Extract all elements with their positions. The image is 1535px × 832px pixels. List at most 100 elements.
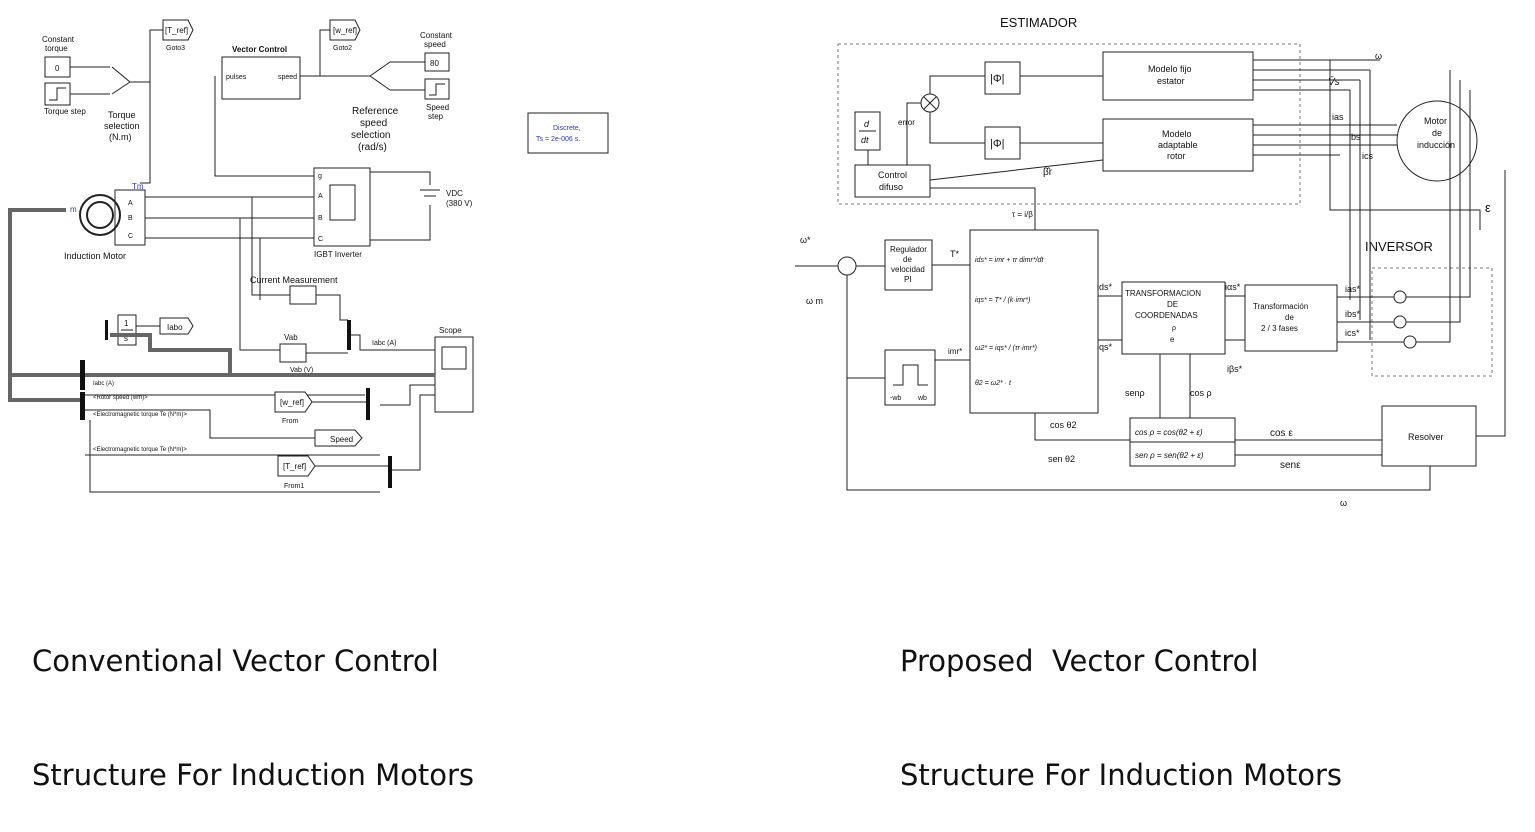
reference-speed-3: selection (351, 130, 390, 141)
constant-torque-value: 0 (55, 64, 60, 73)
constant-torque-label-2: torque (45, 44, 68, 53)
t-star-label: T* (950, 249, 959, 259)
speed-goto-block[interactable] (314, 429, 363, 447)
imr-label: imr* (948, 347, 962, 356)
deriv-d: d (864, 119, 870, 129)
modelo-fijo-1: Modelo fijo (1148, 64, 1192, 74)
limiter-block[interactable] (884, 349, 936, 406)
ias-label: ias (1332, 112, 1344, 122)
ibs-label: ibs (1349, 132, 1361, 142)
constant-speed-block[interactable] (424, 52, 450, 72)
phi-s-block[interactable] (984, 61, 1021, 95)
goto2-label: Goto2 (333, 45, 352, 52)
cos-eps-label: cos ε (1270, 428, 1293, 439)
e-label: e (1170, 335, 1175, 344)
scope-screen (441, 346, 467, 370)
speed-error-sum (837, 256, 857, 276)
inversor-title: INVERSOR (1365, 239, 1433, 254)
constant-torque-label-1: Constant (42, 35, 75, 44)
control-difuso-block[interactable] (854, 164, 931, 198)
ias-out-label: iαs* (1225, 282, 1241, 292)
goto3-label: Goto3 (166, 45, 185, 52)
discrete-powergui-block[interactable] (527, 112, 609, 154)
from1-label: From1 (284, 483, 304, 490)
motor-1: Motor (1424, 116, 1447, 126)
epsilon-label: ε (1485, 200, 1491, 215)
block-diagram-canvas: Constant torque 0 Torque step Torque sel… (8, 15, 1506, 508)
regulador-pi-block[interactable] (884, 239, 933, 291)
mux-from1 (388, 456, 392, 488)
discrete-label-2: Ts = 2e-006 s. (536, 136, 580, 143)
vab-measurement-block[interactable] (279, 343, 307, 363)
transformacion-fases-block[interactable] (1244, 284, 1338, 352)
vector-control-block[interactable] (221, 56, 301, 100)
speed-tag: Speed (330, 435, 353, 444)
error-label: error (898, 118, 915, 127)
left-caption-line-2: Structure For Induction Motors (32, 758, 474, 792)
bus-label-4: <Electromagnetic torque Te (N*m)> (93, 447, 187, 453)
motor-tm-port: Tm (132, 182, 144, 191)
goto-iabo-block[interactable] (159, 317, 194, 335)
motor-m-port: m (70, 205, 77, 214)
regulador-1: Regulador (890, 245, 927, 254)
reference-speed-1: Reference (352, 106, 399, 117)
regulador-3: velocidad (891, 265, 925, 274)
eq-theta2: θ2 = ω2* · t (975, 380, 1012, 387)
motor-3: inducción (1417, 140, 1455, 150)
goto2-block[interactable] (329, 19, 361, 41)
from1-tag: [T_ref] (283, 462, 306, 471)
from1-block[interactable] (277, 455, 316, 477)
igbt-port-b: B (318, 215, 323, 222)
speed-step-1: Speed (426, 103, 449, 112)
gain-den: s (124, 334, 128, 343)
from-block[interactable] (274, 391, 313, 413)
motor-port-a: A (128, 200, 133, 207)
transformacion-coordenadas-block[interactable] (1121, 281, 1226, 355)
igbt-inverter-block[interactable] (313, 167, 371, 247)
cos-rho-eq: cos ρ = cos(θ2 + ε) (1135, 428, 1203, 437)
induction-motor-inner (86, 201, 114, 229)
motor-induccion-block[interactable] (1396, 100, 1478, 182)
igbt-port-g: g (318, 173, 322, 180)
bus-label-1: Iabc (A) (93, 381, 114, 387)
transf-fases-1: Transformación (1253, 302, 1308, 311)
cos-theta2-label: cos θ2 (1050, 420, 1077, 430)
ics-star: ics* (1345, 328, 1360, 338)
modelo-adaptable-block[interactable] (1102, 118, 1254, 172)
current-measurement-label: Current Measurement (250, 275, 338, 285)
tau-label: τ = i/β (1012, 210, 1033, 219)
iabo-tag: Iabo (167, 323, 183, 332)
ics-label: ics (1362, 151, 1373, 161)
sen-theta2-label: sen θ2 (1048, 454, 1075, 464)
constant-speed-value: 80 (430, 59, 439, 68)
right-caption: Proposed Vector Control Structure For In… (900, 566, 1342, 832)
limit-low: -wb (890, 395, 901, 402)
phi-s-label: |Φ| (990, 73, 1005, 85)
ibs-out-label: iβs* (1227, 364, 1243, 374)
phi-r-label: |Φ| (990, 138, 1005, 150)
modelo-fijo-2: estator (1157, 76, 1185, 86)
from-tag: [w_ref] (280, 398, 304, 407)
left-caption: Conventional Vector Control Structure Fo… (32, 566, 474, 832)
igbt-inverter-label: IGBT Inverter (314, 250, 362, 259)
equations-block[interactable] (969, 229, 1099, 414)
sen-rho-eq: sen ρ = sen(θ2 + ε) (1135, 451, 1204, 460)
induction-motor-block[interactable] (79, 194, 121, 236)
modelo-fijo-block[interactable] (1102, 51, 1254, 101)
control-difuso-2: difuso (879, 182, 903, 192)
current-measurement-block[interactable] (289, 285, 317, 305)
torque-selection-1: Torque (108, 110, 136, 120)
omega-star-label: ω* (800, 235, 811, 245)
right-caption-line-2: Structure For Induction Motors (900, 758, 1342, 792)
torque-selection-2: selection (104, 121, 140, 131)
speed-step-block[interactable] (424, 78, 450, 100)
vector-control-pulses: pulses (226, 74, 247, 81)
goto3-block[interactable] (162, 19, 194, 41)
mux-from (366, 388, 370, 420)
torque-step-label: Torque step (44, 107, 86, 116)
motor-2: de (1432, 128, 1442, 138)
inv-sum-2 (1393, 315, 1407, 329)
vdc-label-1: VDC (446, 189, 463, 198)
igbt-port-a: A (318, 193, 323, 200)
from-label: From (282, 418, 299, 425)
